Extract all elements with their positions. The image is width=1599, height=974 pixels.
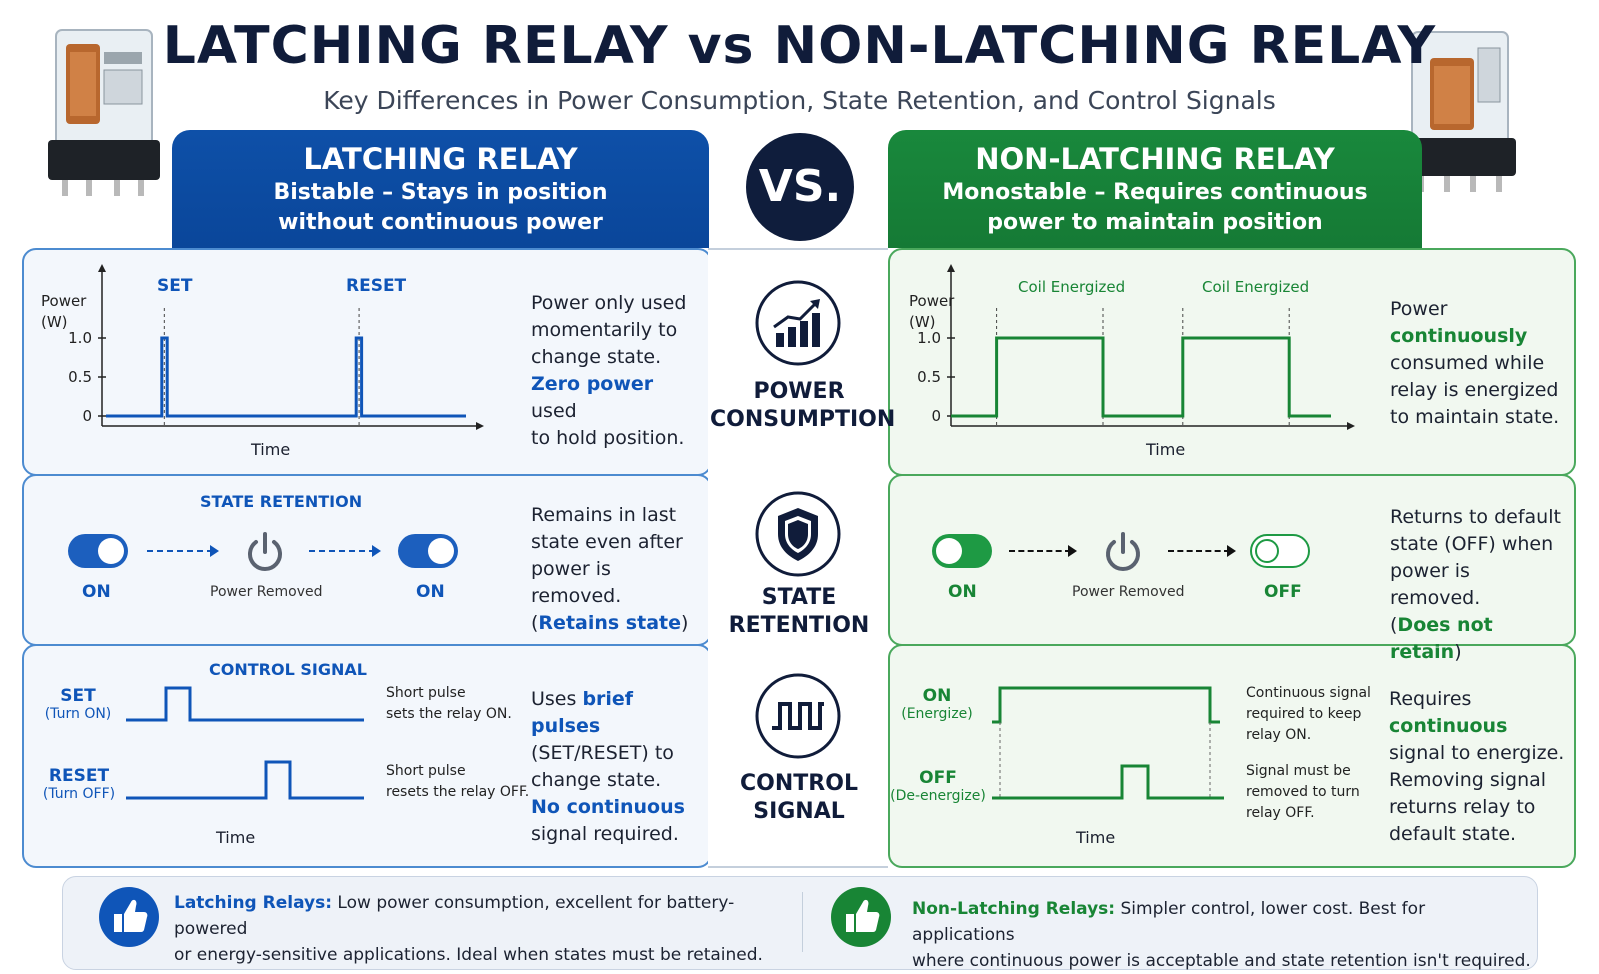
reset-signal-label: RESET (Turn OFF) [42, 766, 116, 802]
non-latching-off-label: OFF [1264, 582, 1302, 602]
non-latching-header: NON-LATCHING RELAY Monostable – Requires… [888, 130, 1422, 248]
power-icon [248, 532, 282, 571]
arrow-head-icon [372, 545, 381, 557]
shield-icon [755, 491, 841, 577]
x-axis-arrow [476, 422, 484, 430]
power-icon [1106, 532, 1140, 571]
non-latching-title: NON-LATCHING RELAY [975, 142, 1335, 176]
arrow-head-icon [1227, 545, 1236, 557]
thumbs-up-icon [831, 887, 891, 947]
summary-footer [62, 876, 1538, 970]
arrow-right-icon [147, 550, 213, 552]
y-tick-label: 0 [82, 407, 92, 425]
vs-badge: VS. [746, 133, 854, 241]
non-latching-subtitle-line1: Monostable – Requires continuous [942, 180, 1368, 205]
x-axis-arrow [1347, 422, 1355, 430]
latching-on-label-right: ON [416, 582, 445, 602]
non-latching-control-desc: Requires continuous signal to energize. … [1389, 688, 1565, 845]
thumbs-up-icon [99, 887, 159, 947]
y-axis-arrow [98, 264, 106, 272]
y-tick-label: 0.5 [917, 368, 941, 386]
non-latching-on-toggle [932, 534, 992, 568]
latching-set-marker: SET [157, 276, 193, 296]
non-latching-control-panel [888, 644, 1576, 868]
latching-control-desc: Uses brief pulses (SET/RESET) to change … [531, 688, 685, 845]
off-signal-label: OFF (De-energize) [890, 768, 986, 804]
non-latching-power-desc: Power continuously consumed while relay … [1390, 298, 1560, 428]
latching-summary: Latching Relays: Low power consumption, … [174, 893, 763, 965]
latching-subtitle-line1: Bistable – Stays in position [273, 180, 608, 205]
y-tick-label: 0 [931, 407, 941, 425]
state-retention-title: STATE RETENTION [200, 492, 363, 511]
latching-state-panel [22, 474, 712, 646]
latching-reset-marker: RESET [346, 276, 407, 296]
non-latching-state-panel [888, 474, 1576, 646]
page-title: LATCHING RELAY vs NON-LATCHING RELAY [162, 16, 1437, 76]
non-latching-on-label: ON [948, 582, 977, 602]
latching-control-panel [22, 644, 712, 868]
non-latching-control-waveform [992, 686, 1224, 800]
latching-control-waveform [126, 686, 364, 800]
latching-relay-image [48, 29, 160, 196]
non-latching-power-ylabel: Power(W) [909, 292, 955, 331]
power-series-line [106, 336, 466, 418]
on-signal-label: ON (Energize) [901, 686, 973, 722]
footer-divider [802, 892, 803, 952]
y-tick-label: 1.0 [68, 329, 92, 347]
signal-removed-note: Signal must be removed to turn relay OFF… [1246, 763, 1360, 821]
non-latching-power-chart: 0 0.5 1.0 [917, 264, 1355, 430]
non-latching-power-removed-label: Power Removed [1072, 584, 1185, 600]
arrow-right-icon [1168, 550, 1230, 552]
latching-header: LATCHING RELAY Bistable – Stays in posit… [172, 130, 709, 248]
arrow-head-icon [1068, 545, 1077, 557]
latching-subtitle-line2: without continuous power [278, 210, 603, 235]
non-latching-power-xlabel: Time [1146, 440, 1186, 459]
latching-state-desc: Remains in last state even after power i… [531, 504, 689, 634]
latching-on-toggle [68, 534, 128, 568]
coil-energized-marker-1: Coil Energized [1018, 278, 1126, 296]
latching-power-desc: Power only used momentarily to change st… [531, 292, 687, 449]
non-latching-subtitle-line2: power to maintain position [987, 210, 1323, 235]
latching-power-panel [22, 248, 712, 476]
square-wave-icon [755, 673, 841, 759]
arrow-right-icon [1009, 550, 1071, 552]
bar-chart-icon [755, 280, 841, 366]
latching-on-toggle-right [398, 534, 458, 568]
non-latching-relay-image [1404, 31, 1516, 192]
latching-title: LATCHING RELAY [303, 142, 578, 176]
non-latching-summary: Non-Latching Relays: Simpler control, lo… [912, 899, 1531, 971]
latching-power-xlabel: Time [251, 440, 291, 459]
latching-power-chart: 0 0.5 1.0 [68, 264, 484, 430]
arrow-right-icon [309, 550, 375, 552]
y-axis-arrow [947, 264, 955, 272]
y-tick-label: 1.0 [917, 329, 941, 347]
non-latching-control-xlabel: Time [1076, 828, 1116, 847]
non-latching-power-panel [888, 248, 1576, 476]
page-subtitle: Key Differences in Power Consumption, St… [323, 86, 1276, 115]
control-signal-title: CONTROL SIGNAL [209, 660, 367, 679]
y-tick-label: 0.5 [68, 368, 92, 386]
coil-energized-marker-2: Coil Energized [1202, 278, 1310, 296]
latching-power-ylabel: Power(W) [41, 292, 87, 331]
continuous-signal-note: Continuous signal required to keep relay… [1246, 685, 1371, 743]
non-latching-state-desc: Returns to default state (OFF) when powe… [1390, 506, 1561, 663]
latching-power-removed-label: Power Removed [210, 584, 323, 600]
power-series-line [951, 336, 1331, 418]
latching-control-xlabel: Time [216, 828, 256, 847]
non-latching-off-toggle [1250, 534, 1310, 568]
latching-on-label-left: ON [82, 582, 111, 602]
arrow-head-icon [210, 545, 219, 557]
set-signal-label: SET (Turn ON) [44, 686, 112, 722]
